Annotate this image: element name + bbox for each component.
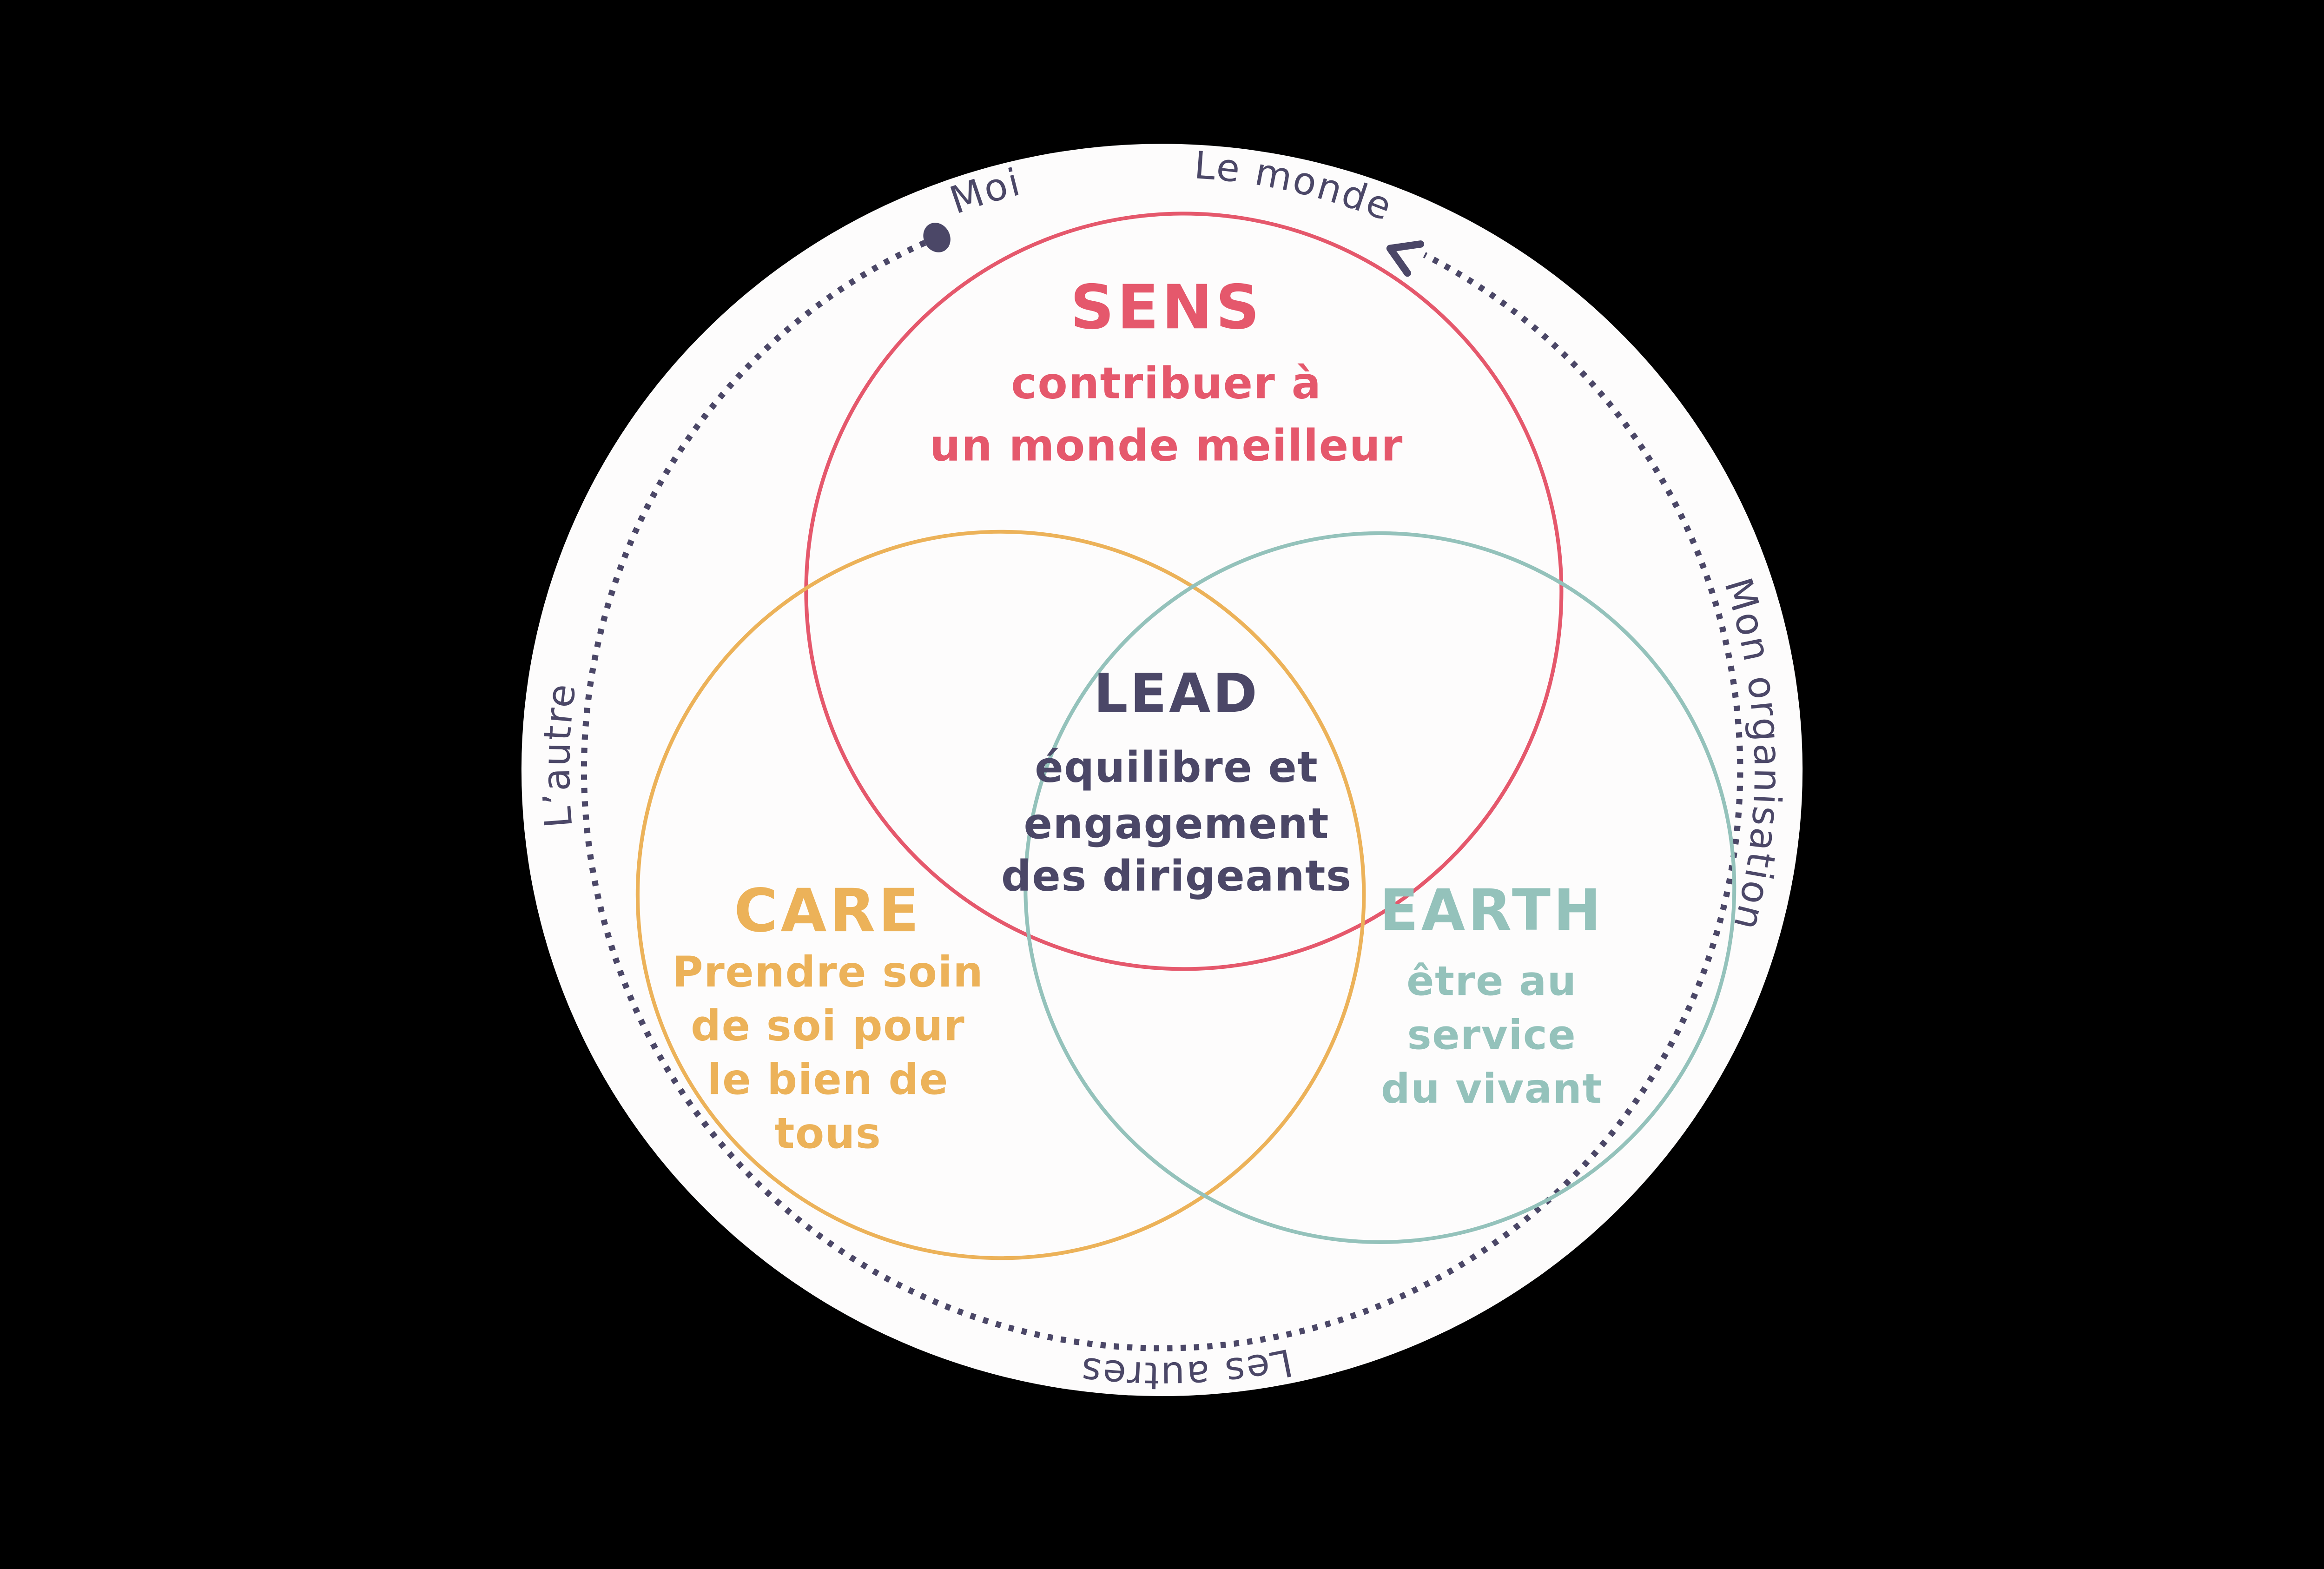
sens-subtitle-line: contribuer à	[1011, 358, 1321, 409]
dotted-orbit-ring	[581, 234, 1743, 1351]
lead-label-block: LEAD équilibre et engagement des dirigea…	[1001, 662, 1352, 901]
care-subtitle-line: de soi pour	[691, 1002, 965, 1051]
earth-subtitle-line: du vivant	[1381, 1065, 1603, 1112]
care-circle	[635, 530, 1366, 1260]
earth-circle	[1023, 531, 1736, 1244]
lead-title: LEAD	[1094, 662, 1260, 725]
earth-label-block: EARTH être au service du vivant	[1380, 877, 1604, 1112]
care-subtitle-line: Prendre soin	[672, 948, 984, 997]
sens-label-block: SENS contribuer à un monde meilleur	[930, 271, 1403, 471]
lead-subtitle-line: des dirigeants	[1001, 852, 1352, 901]
orbit-start-dot-icon	[923, 223, 951, 252]
orbit-arrowhead-icon	[1386, 240, 1425, 277]
care-subtitle-line: le bien de	[707, 1055, 949, 1104]
sens-title: SENS	[1070, 271, 1263, 343]
outer-white-disc	[521, 144, 1803, 1397]
care-title: CARE	[734, 876, 922, 946]
lead-subtitle-line: engagement	[1023, 800, 1329, 848]
ring-label-l-autre: L’autre	[535, 680, 585, 829]
care-subtitle-line: tous	[774, 1109, 881, 1158]
earth-subtitle-line: service	[1407, 1011, 1576, 1059]
earth-title: EARTH	[1380, 877, 1604, 943]
earth-subtitle-line: être au	[1406, 958, 1577, 1005]
lead-subtitle-line: équilibre et	[1035, 743, 1318, 792]
sens-subtitle-line: un monde meilleur	[930, 421, 1403, 471]
care-label-block: CARE Prendre soin de soi pour le bien de…	[672, 876, 984, 1158]
sens-circle	[804, 212, 1564, 971]
